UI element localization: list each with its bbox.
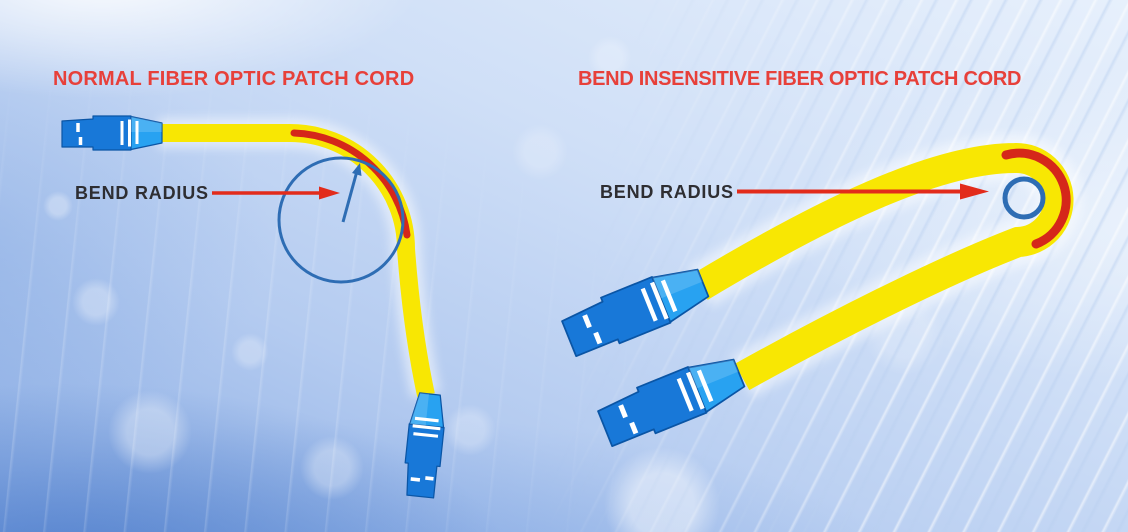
bend-radius-circle [277,156,405,284]
radius-arrowhead-icon [352,163,362,176]
left-panel-title: NORMAL FIBER OPTIC PATCH CORD [53,68,415,90]
connector-normal-start [60,114,164,152]
right-bend-radius-label: BEND RADIUS [600,182,734,202]
right-panel-title: BEND INSENSITIVE FIBER OPTIC PATCH CORD [578,68,1022,90]
connector-normal-end [400,390,450,501]
bend-radius-circle-small [1002,176,1046,220]
connector-bi-lower [595,350,748,450]
bend-radius-arrowhead-icon-right [960,183,989,200]
normal-patch-cord-figure [60,114,450,501]
radius-line [341,170,359,223]
bend-arc-icon [1001,148,1071,249]
bend-radius-arrowhead-icon-left [319,186,340,200]
left-bend-radius-label: BEND RADIUS [75,183,209,203]
connector-bi-upper [559,260,712,360]
bend-insensitive-patch-cord-figure [559,135,1082,450]
